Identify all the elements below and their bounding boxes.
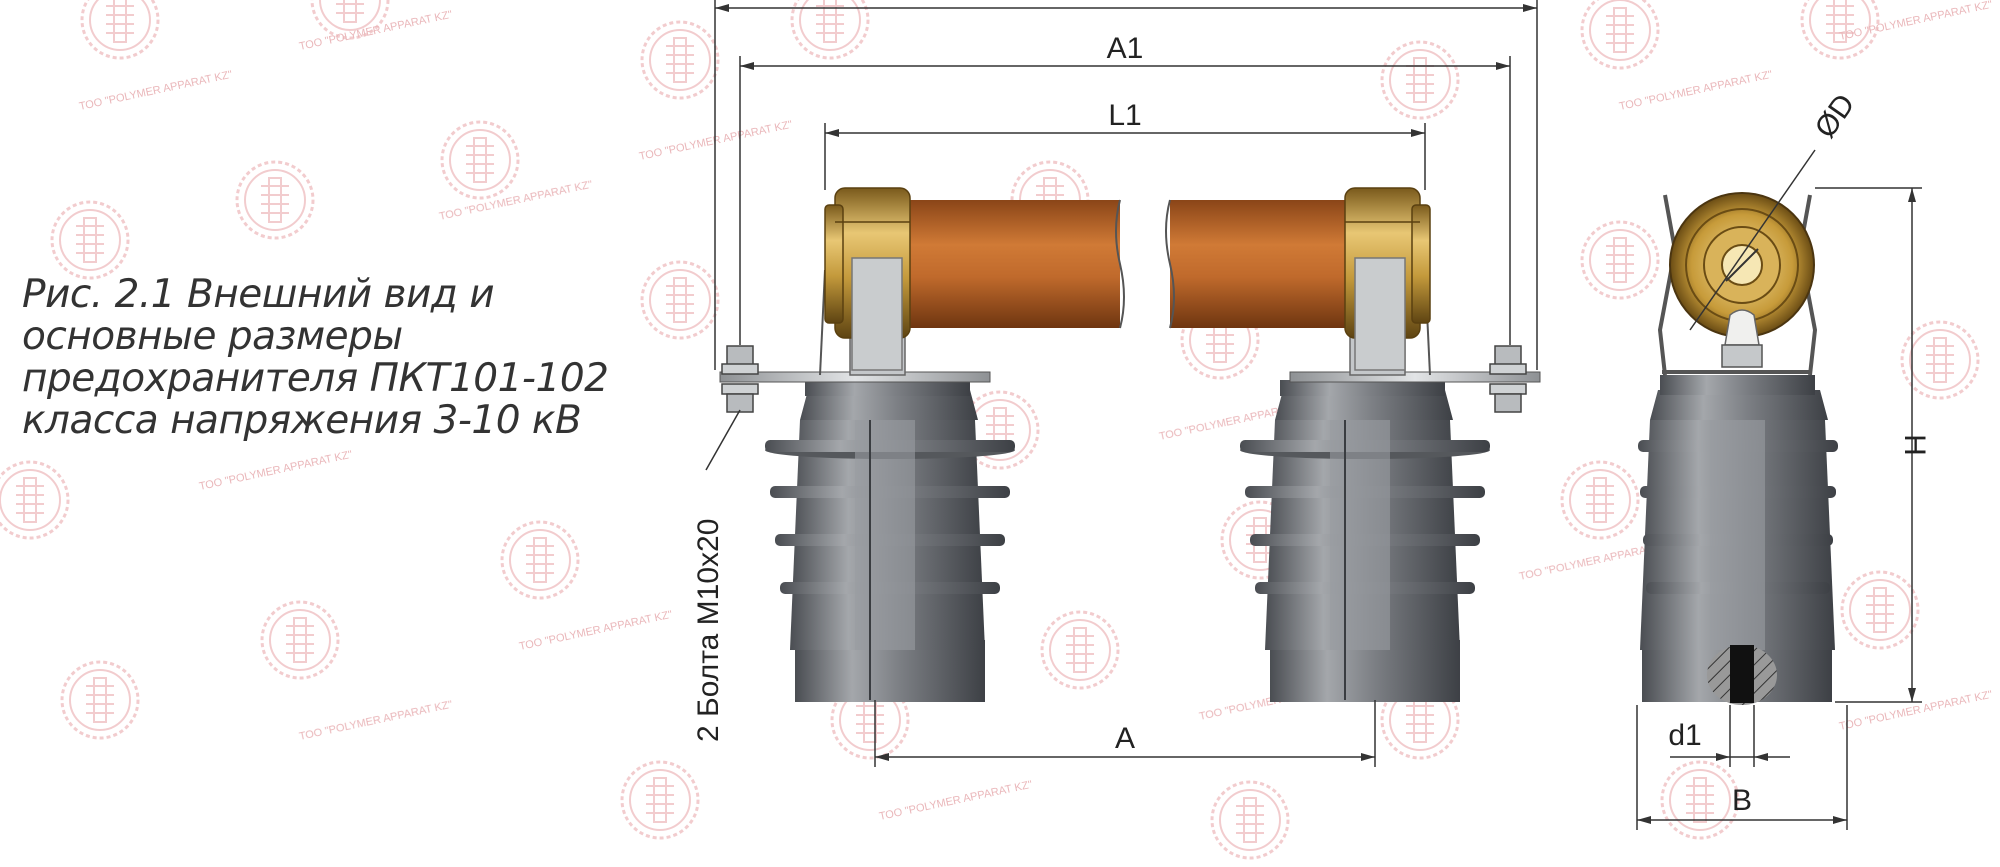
watermark-text: ТОО "POLYMER APPARAT KZ"	[438, 179, 593, 223]
dim-label-L1: L1	[1108, 99, 1141, 132]
caption-line-3: предохранителя ПКТ101-102	[22, 356, 609, 401]
dim-label-diameter: ØD	[1809, 88, 1862, 144]
caption-line-4: класса напряжения 3-10 кВ	[22, 398, 582, 443]
fuse-tube	[905, 199, 1350, 329]
watermark-text: ТОО "POLYMER APPARAT KZ"	[638, 119, 793, 163]
watermark-text: ТОО "POLYMER APPARAT KZ"	[1618, 69, 1773, 113]
dim-label-d1: d1	[1668, 719, 1701, 752]
left-insulator	[765, 380, 1015, 702]
dim-label-A: A	[1115, 722, 1135, 755]
watermark-text: ТОО "POLYMER APPARAT KZ"	[878, 779, 1033, 823]
dim-label-B: B	[1732, 784, 1752, 817]
right-base-plate	[1289, 371, 1541, 383]
watermark-text: ТОО "POLYMER APPARAT KZ"	[518, 609, 673, 653]
watermark-text: ТОО "POLYMER APPARAT KZ"	[298, 699, 453, 743]
caption-line-2: основные размеры	[22, 314, 403, 359]
watermark-text: ТОО "POLYMER APPARAT KZ"	[198, 449, 353, 493]
dim-label-A1: A1	[1107, 32, 1144, 65]
caption-line-1: Рис. 2.1 Внешний вид и	[22, 272, 495, 317]
side-view	[1638, 192, 1838, 705]
figure-caption: Рис. 2.1 Внешний вид и основные размеры …	[22, 274, 662, 442]
right-bolt	[1489, 345, 1527, 413]
left-bolt	[721, 345, 759, 413]
dim-label-H: H	[1898, 434, 1931, 456]
watermark-text: ТОО "POLYMER APPARAT KZ"	[1838, 0, 1993, 43]
dimension-arrows	[715, 4, 1916, 824]
front-view	[719, 187, 1541, 702]
watermark-text: ТОО "POLYMER APPARAT KZ"	[1838, 689, 1993, 733]
bolt-note: 2 Болта М10х20	[692, 519, 725, 742]
watermark-text: ТОО "POLYMER APPARAT KZ"	[78, 69, 233, 113]
right-insulator	[1240, 380, 1490, 702]
